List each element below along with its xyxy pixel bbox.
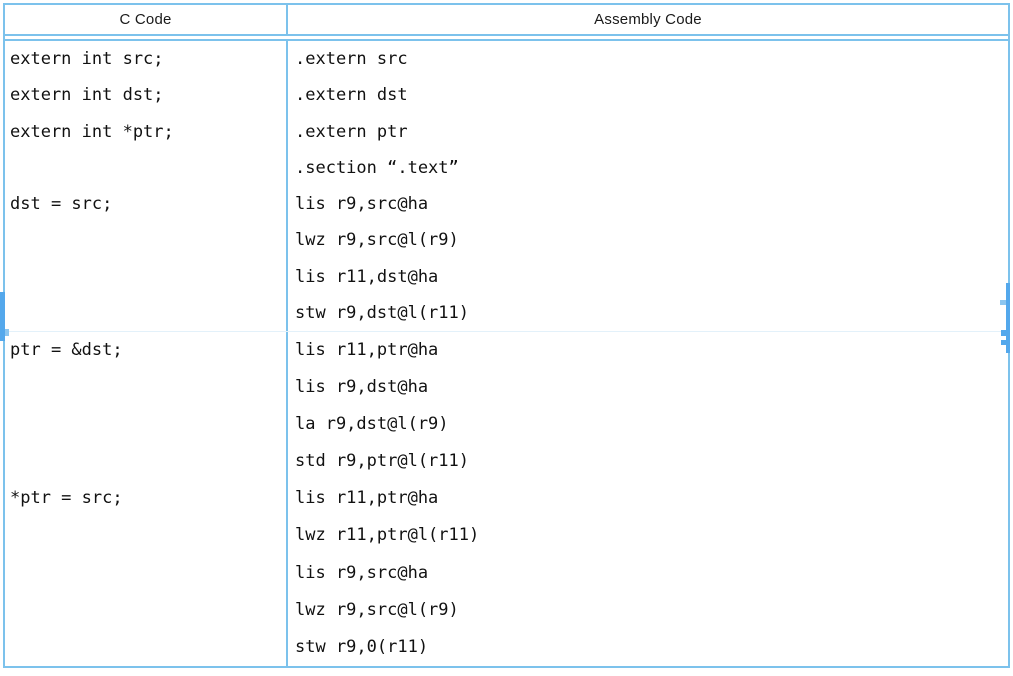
table-header-row: C Code Assembly Code (5, 5, 1008, 36)
row-resize-tick-right-mid (1001, 330, 1006, 336)
column-divider (286, 332, 288, 666)
c-code-cell-row1: extern int src; extern int dst; extern int… (5, 41, 286, 331)
code-line: .section “.text” (295, 157, 459, 178)
code-line: std r9,ptr@l(r11) (295, 451, 469, 472)
code-line: extern int src; (10, 49, 164, 69)
code-line: lis r11,ptr@ha (295, 340, 439, 360)
code-comparison-table: C Code Assembly Code extern int src;exte… (3, 3, 1010, 668)
assembly-code-cell-row1: .extern src .extern dst .extern ptr .sectio… (288, 41, 1008, 331)
row-resize-tick-left (5, 329, 9, 336)
code-line: lis r11,ptr@ha (295, 488, 439, 509)
row-resize-handle-right[interactable] (1006, 283, 1010, 353)
code-line: extern int *ptr; (10, 121, 174, 142)
row-resize-tick-right-upper (1000, 300, 1006, 305)
code-line (10, 406, 286, 443)
code-line: lwz r9,src@l(r9) (295, 599, 459, 620)
code-line: .extern src (295, 49, 408, 69)
assembly-code-cell-row2: lis r11,ptr@ha lis r9,dst@ha la r9,dst@l(r… (288, 332, 1008, 666)
code-line: lwz r9,src@l(r9) (295, 230, 459, 251)
code-line (10, 150, 286, 186)
header-double-rule (5, 36, 1008, 41)
code-line: la r9,dst@l(r9) (295, 414, 449, 435)
code-line: dst = src; (10, 194, 113, 214)
c-code-cell-row2: ptr = &dst; *ptr = src; (5, 332, 286, 666)
code-line: .extern dst (295, 85, 408, 106)
code-line: .extern ptr (295, 121, 408, 142)
column-divider (286, 5, 288, 34)
code-line: lis r9,dst@ha (295, 377, 429, 398)
code-line: extern int dst; (10, 85, 164, 106)
code-line: stw r9,0(r11) (295, 636, 429, 657)
code-line: stw r9,dst@l(r11) (295, 302, 469, 323)
row-divider-line (5, 331, 1008, 332)
header-assembly-code: Assembly Code (594, 11, 702, 28)
code-line: lwz r11,ptr@l(r11) (295, 525, 480, 546)
code-line: *ptr = src; (10, 488, 123, 509)
row-resize-tick-right-lower (1001, 340, 1006, 345)
code-line (10, 369, 286, 406)
code-line: lis r11,dst@ha (295, 266, 439, 287)
code-line: lis r9,src@ha (295, 562, 429, 583)
header-c-code: C Code (119, 11, 172, 28)
row-resize-handle-left[interactable] (0, 292, 5, 341)
code-line (10, 443, 286, 480)
table-row: extern int src; extern int dst; extern int… (5, 41, 1008, 331)
code-line: ptr = &dst; (10, 340, 123, 360)
column-divider (286, 41, 288, 331)
code-line: lis r9,src@ha (295, 194, 429, 214)
